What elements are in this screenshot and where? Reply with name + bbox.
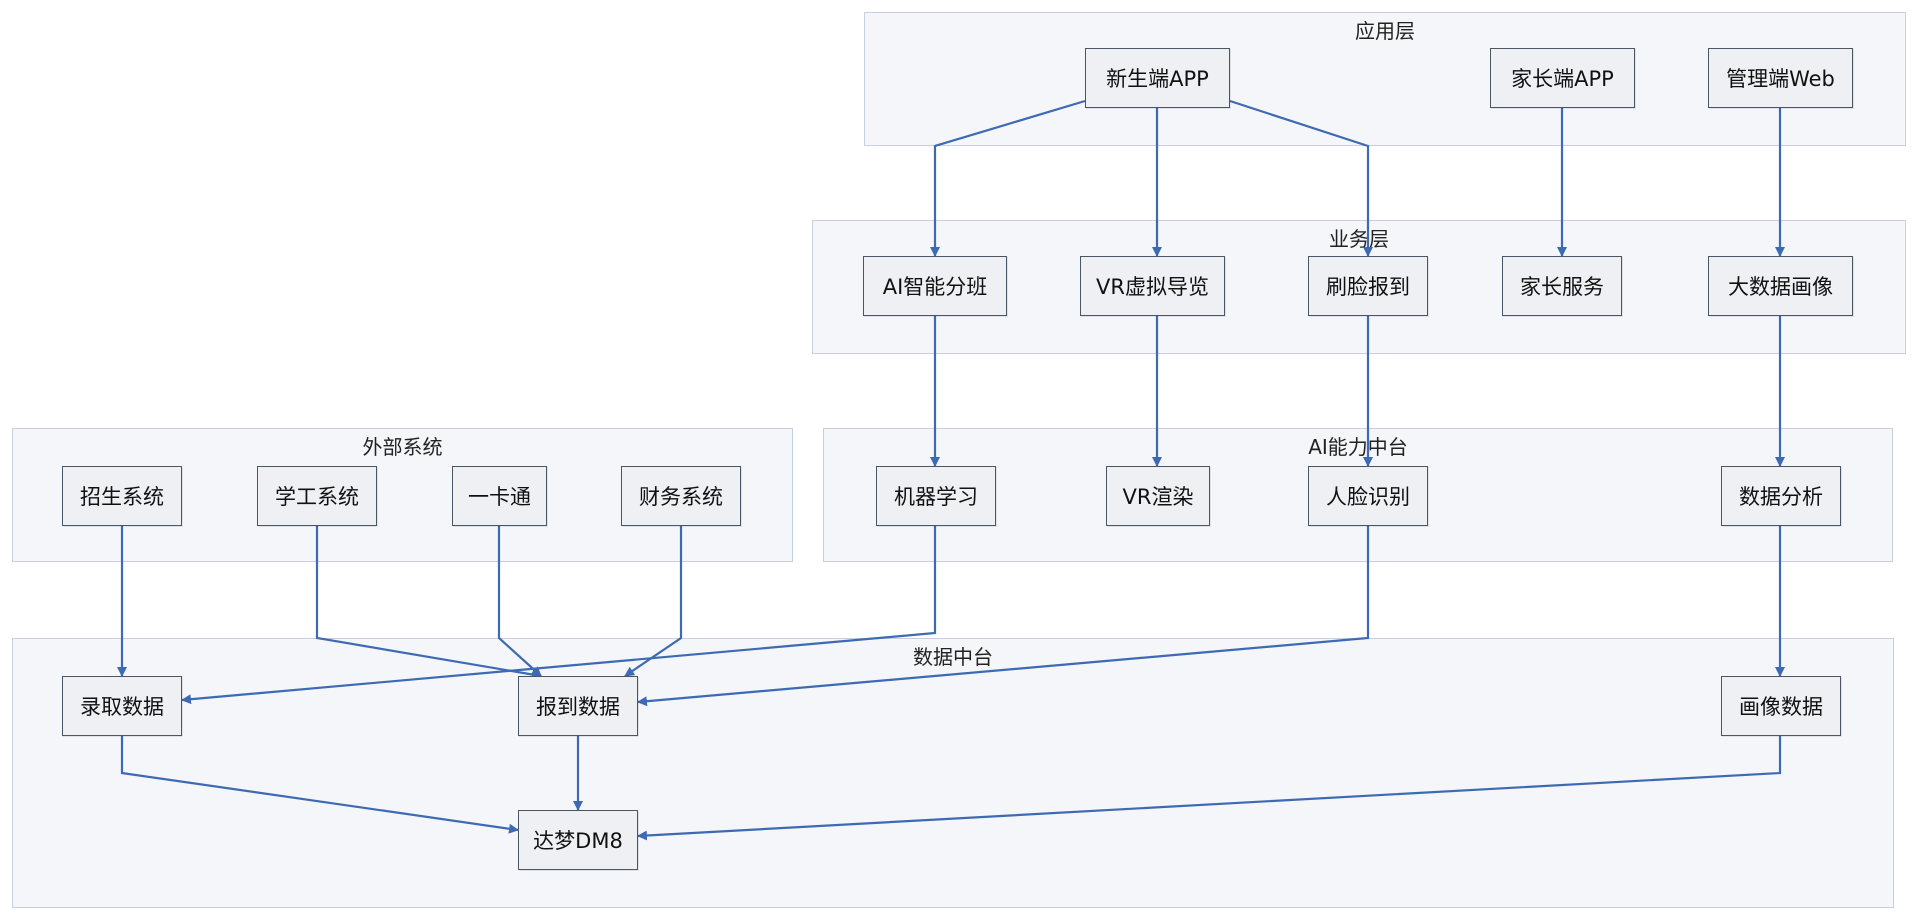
node-admission-data[interactable]: 录取数据 — [62, 676, 182, 736]
layer-title-data-platform: 数据中台 — [913, 645, 993, 669]
node-data-analysis[interactable]: 数据分析 — [1721, 466, 1841, 526]
node-dameng-dm8[interactable]: 达梦DM8 — [518, 810, 638, 870]
node-admin-web[interactable]: 管理端Web — [1708, 48, 1853, 108]
layer-title-ai-platform: AI能力中台 — [1308, 435, 1408, 459]
node-campus-card[interactable]: 一卡通 — [452, 466, 547, 526]
node-vr-virtual-tour[interactable]: VR虚拟导览 — [1080, 256, 1225, 316]
node-parent-service[interactable]: 家长服务 — [1502, 256, 1622, 316]
layer-title-business: 业务层 — [1329, 227, 1389, 251]
node-parent-app[interactable]: 家长端APP — [1490, 48, 1635, 108]
node-enrollment-system[interactable]: 招生系统 — [62, 466, 182, 526]
node-student-app[interactable]: 新生端APP — [1085, 48, 1230, 108]
node-machine-learning[interactable]: 机器学习 — [876, 466, 996, 526]
node-profile-data[interactable]: 画像数据 — [1721, 676, 1841, 736]
node-face-recognition[interactable]: 人脸识别 — [1308, 466, 1428, 526]
node-checkin-data[interactable]: 报到数据 — [518, 676, 638, 736]
layer-data-platform: 数据中台 — [12, 638, 1894, 908]
node-ai-smart-class[interactable]: AI智能分班 — [863, 256, 1007, 316]
node-bigdata-profile[interactable]: 大数据画像 — [1708, 256, 1853, 316]
node-face-checkin[interactable]: 刷脸报到 — [1308, 256, 1428, 316]
node-student-affairs-system[interactable]: 学工系统 — [257, 466, 377, 526]
layer-title-external-systems: 外部系统 — [362, 435, 443, 459]
layer-title-application: 应用层 — [1355, 19, 1415, 43]
node-finance-system[interactable]: 财务系统 — [621, 466, 741, 526]
node-vr-rendering[interactable]: VR渲染 — [1106, 466, 1210, 526]
